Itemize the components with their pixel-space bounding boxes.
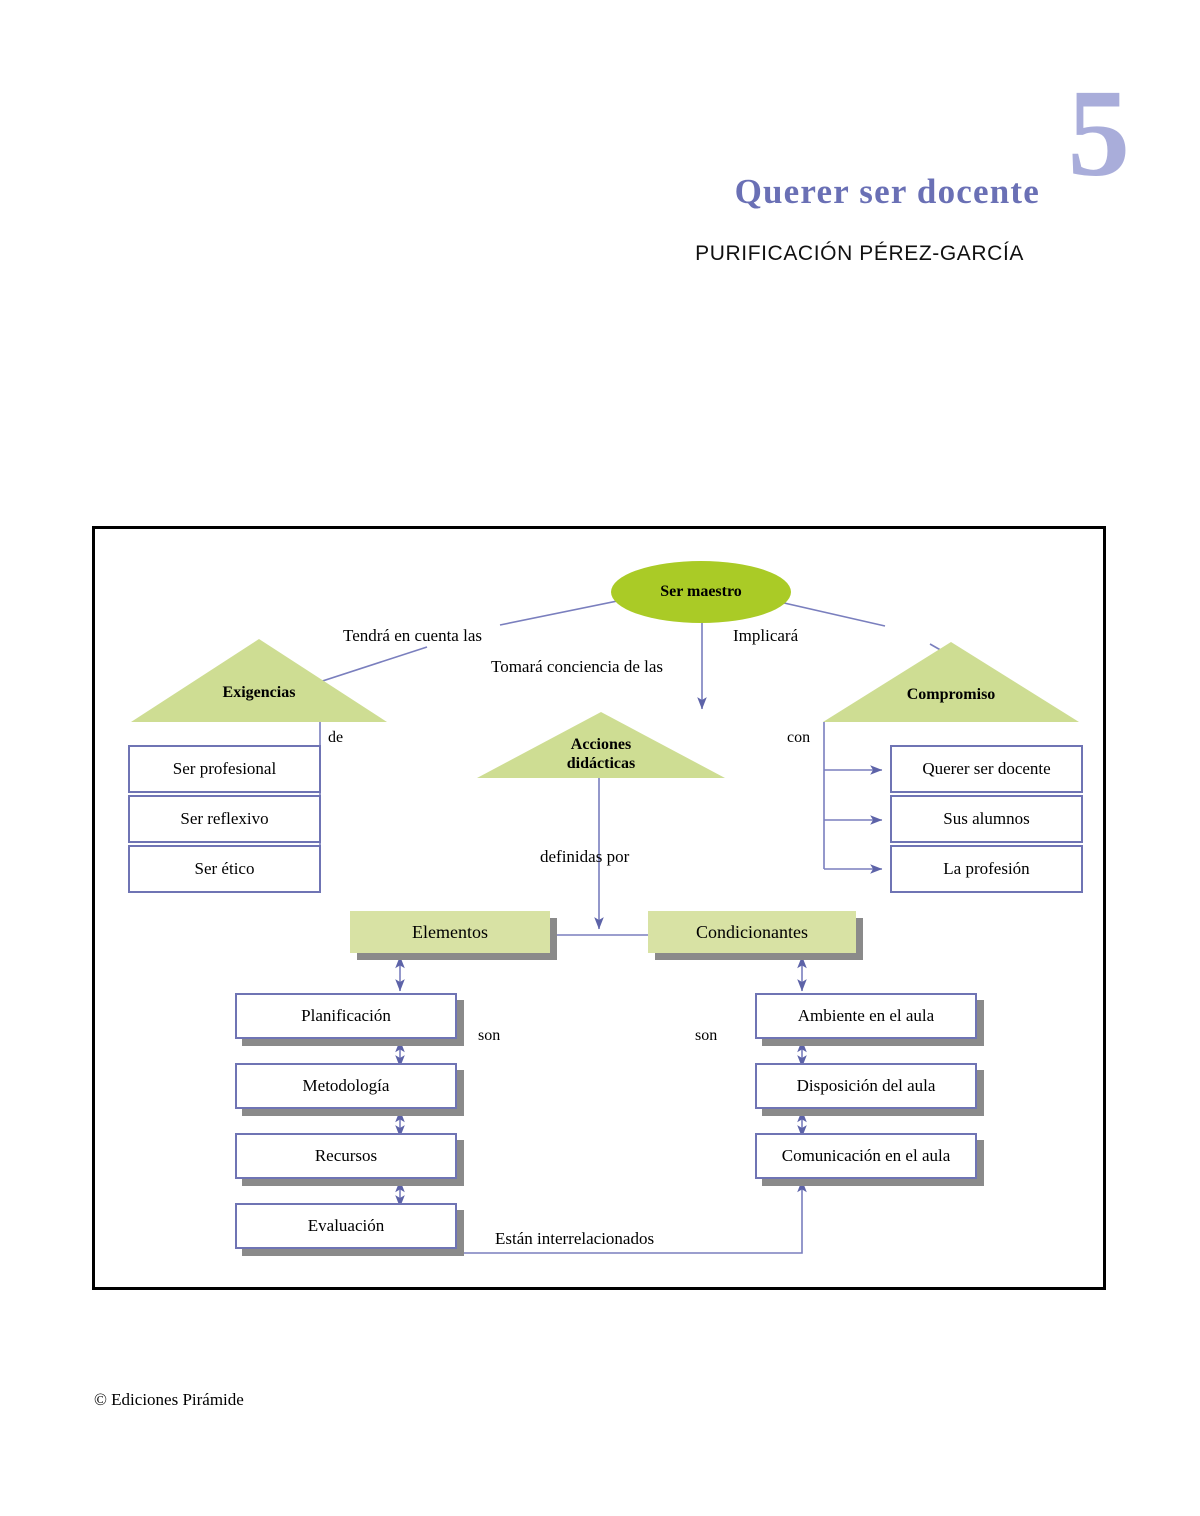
node-exigencias[interactable]: Exigencias xyxy=(131,639,387,722)
triangle-shape-icon xyxy=(131,639,387,722)
band-label: Elementos xyxy=(412,921,488,942)
chapter-author: PURIFICACIÓN PÉREZ-GARCÍA xyxy=(695,242,1024,265)
page-header: 5 Querer ser docente PURIFICACIÓN PÉREZ-… xyxy=(0,0,1200,300)
box-evaluacion[interactable]: Evaluación xyxy=(235,1203,457,1249)
band-elementos[interactable]: Elementos xyxy=(350,911,550,953)
box-disposicion-del-aula[interactable]: Disposición del aula xyxy=(755,1063,977,1109)
box-comunicacion-en-el-aula[interactable]: Comunicación en el aula xyxy=(755,1133,977,1179)
edge-label-con: con xyxy=(787,729,811,746)
box-label: Disposición del aula xyxy=(796,1076,936,1095)
node-label: Compromiso xyxy=(906,686,996,703)
box-sus-alumnos[interactable]: Sus alumnos xyxy=(890,795,1083,843)
edge-label-implicara: Implicará xyxy=(733,626,799,645)
footer-copyright: © Ediciones Pirámide xyxy=(94,1390,244,1409)
concept-map-canvas: Ser maestro Tendrá en cuenta las Tomará … xyxy=(95,529,1103,1287)
box-label: Ambiente en el aula xyxy=(797,1006,935,1025)
band-label: Condicionantes xyxy=(696,921,808,942)
box-label: Sus alumnos xyxy=(943,809,1030,828)
node-label: Ser maestro xyxy=(660,583,742,600)
box-ser-reflexivo[interactable]: Ser reflexivo xyxy=(128,795,321,843)
box-label: Evaluación xyxy=(307,1216,385,1235)
triangle-shape-icon xyxy=(823,642,1079,722)
box-label: Planificación xyxy=(301,1006,391,1025)
box-recursos[interactable]: Recursos xyxy=(235,1133,457,1179)
band-condicionantes[interactable]: Condicionantes xyxy=(648,911,856,953)
node-acciones-didacticas[interactable]: Acciones didácticas xyxy=(477,712,725,778)
box-label: Ser ético xyxy=(194,859,255,878)
box-label: La profesión xyxy=(943,859,1030,878)
node-compromiso[interactable]: Compromiso xyxy=(823,642,1079,722)
box-ambiente-en-el-aula[interactable]: Ambiente en el aula xyxy=(755,993,977,1039)
edge-label-tomara-conciencia: Tomará conciencia de las xyxy=(491,657,664,676)
node-label-line1: Acciones xyxy=(570,736,632,753)
chapter-number: 5 xyxy=(1067,65,1130,203)
box-label: Ser profesional xyxy=(172,759,277,778)
edge-label-definidas-por: definidas por xyxy=(540,847,630,866)
box-ser-etico[interactable]: Ser ético xyxy=(128,845,321,893)
box-label: Metodología xyxy=(302,1076,390,1095)
triangle-shape-icon xyxy=(477,712,725,778)
box-label: Recursos xyxy=(314,1146,378,1165)
node-label-line2: didácticas xyxy=(566,755,636,772)
edge-label-son-condicionantes: son xyxy=(695,1027,718,1044)
edge-label-son-elementos: son xyxy=(478,1027,501,1044)
box-planificacion[interactable]: Planificación xyxy=(235,993,457,1039)
box-querer-ser-docente[interactable]: Querer ser docente xyxy=(890,745,1083,793)
node-label: Exigencias xyxy=(222,684,296,701)
concept-map-frame: Ser maestro Tendrá en cuenta las Tomará … xyxy=(92,526,1106,1290)
edge-label-estan-interrelacionados: Están interrelacionados xyxy=(495,1229,655,1248)
node-ser-maestro[interactable]: Ser maestro xyxy=(611,561,791,623)
edge-label-de: de xyxy=(328,729,344,746)
page-title: Querer ser docente xyxy=(734,172,1040,211)
edge-label-tendra-en-cuenta: Tendrá en cuenta las xyxy=(343,626,482,645)
box-metodologia[interactable]: Metodología xyxy=(235,1063,457,1109)
box-la-profesion[interactable]: La profesión xyxy=(890,845,1083,893)
box-label: Comunicación en el aula xyxy=(781,1146,951,1165)
box-label: Ser reflexivo xyxy=(180,809,269,828)
box-label: Querer ser docente xyxy=(922,759,1051,778)
box-ser-profesional[interactable]: Ser profesional xyxy=(128,745,321,793)
